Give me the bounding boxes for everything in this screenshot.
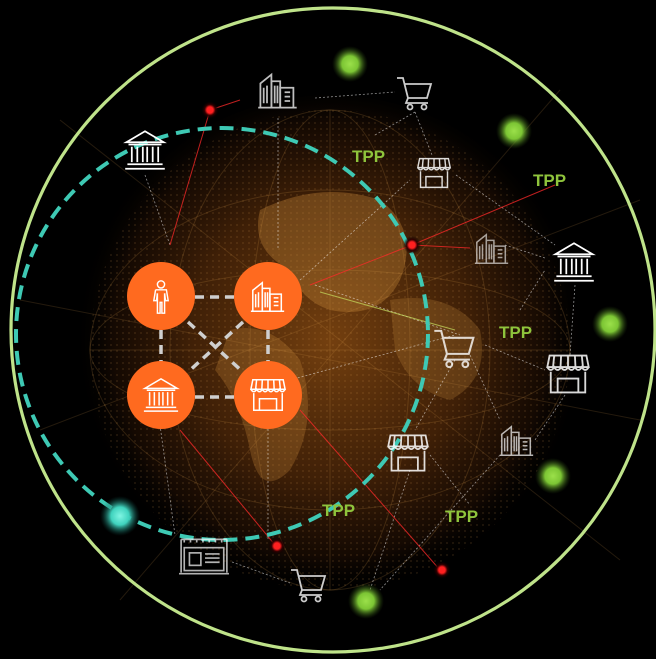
tpp-label: TPP bbox=[499, 323, 532, 342]
connection-lines bbox=[144, 91, 576, 591]
node-shop[interactable] bbox=[234, 361, 302, 429]
inner-network bbox=[127, 262, 302, 429]
red-dots bbox=[201, 101, 451, 579]
tpp-label: TPP bbox=[322, 501, 355, 520]
inner-dashed-ring bbox=[14, 126, 430, 542]
outer-ring bbox=[9, 6, 656, 654]
teal-dot bbox=[100, 496, 140, 536]
globe bbox=[19, 89, 641, 605]
green-dots bbox=[332, 46, 628, 619]
red-connection-lines bbox=[169, 99, 556, 571]
tpp-label: TPP bbox=[445, 507, 478, 526]
node-merchant-buildings[interactable] bbox=[234, 262, 302, 330]
tpp-label: TPP bbox=[352, 147, 385, 166]
node-bank[interactable] bbox=[127, 361, 195, 429]
node-person[interactable] bbox=[127, 262, 195, 330]
tpp-label: TPP bbox=[533, 171, 566, 190]
yellow-connection-line bbox=[319, 291, 456, 331]
